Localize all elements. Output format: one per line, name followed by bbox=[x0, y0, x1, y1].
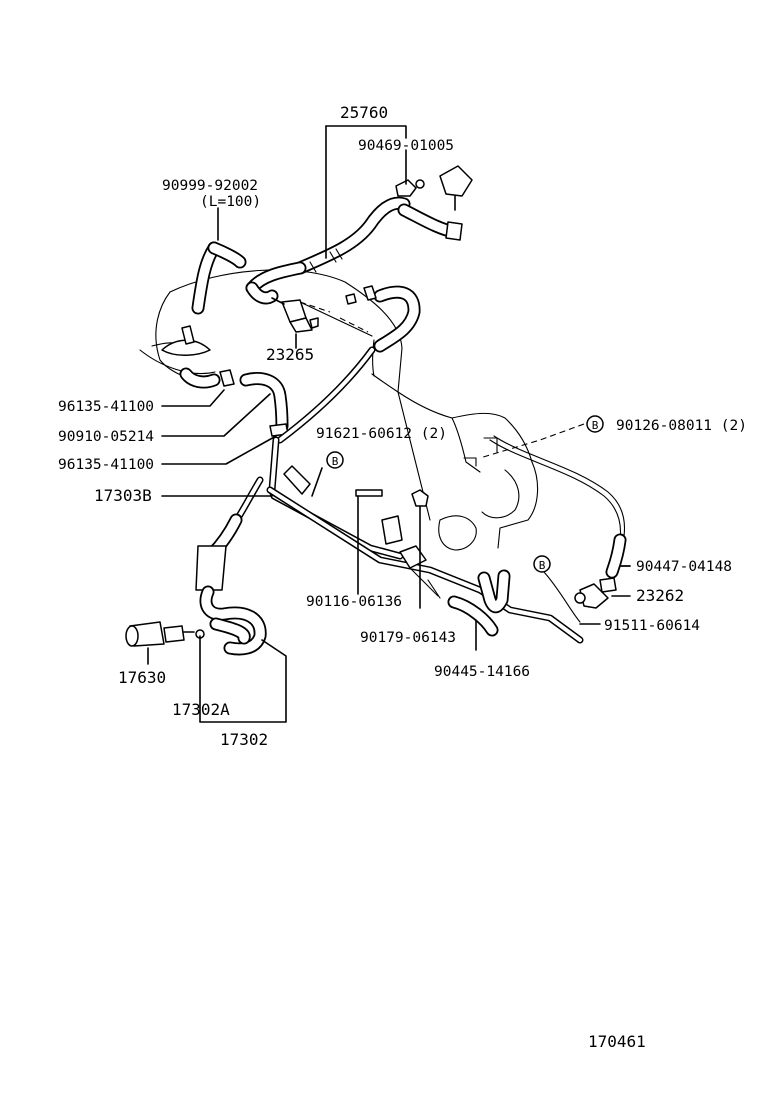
label-90126-08011: 90126-08011 (2) bbox=[616, 418, 747, 434]
label-96135-41100-b: 96135-41100 bbox=[58, 457, 154, 473]
label-90445-14166: 90445-14166 bbox=[434, 664, 530, 680]
label-17302A: 17302A bbox=[172, 700, 230, 719]
label-17630: 17630 bbox=[118, 668, 166, 687]
leader-lines bbox=[147, 125, 631, 723]
hose-90447-04148 bbox=[489, 435, 631, 579]
label-91621-60612: 91621-60612 (2) bbox=[316, 426, 447, 442]
hose-17302 bbox=[195, 513, 267, 656]
hose-upper-right bbox=[345, 285, 421, 353]
bolt-91511-60614 bbox=[543, 571, 581, 623]
label-25760: 25760 bbox=[340, 103, 388, 122]
svg-text:B: B bbox=[539, 559, 546, 572]
filter-17630 bbox=[125, 621, 205, 647]
label-90999-92002: 90999-92002 bbox=[162, 178, 258, 194]
label-96135-41100-a: 96135-41100 bbox=[58, 399, 154, 415]
clamp-90469-01005 bbox=[395, 165, 473, 211]
label-90910-05214: 90910-05214 bbox=[58, 429, 154, 445]
stud-90116-06136 bbox=[355, 489, 383, 595]
marker-b-3: B bbox=[586, 415, 604, 433]
hose-90999-92002 bbox=[161, 241, 247, 356]
drawing-number: 170461 bbox=[588, 1032, 646, 1051]
vsv-23265 bbox=[271, 297, 319, 333]
marker-b-1: B bbox=[326, 451, 344, 469]
label-17303B: 17303B bbox=[94, 486, 152, 505]
label-23262: 23262 bbox=[636, 586, 684, 605]
hose-25760 bbox=[245, 196, 463, 305]
label-90116-06136: 90116-06136 bbox=[306, 594, 402, 610]
svg-text:B: B bbox=[332, 455, 339, 468]
clamp-96135-41100-a bbox=[179, 367, 235, 389]
vsv-23262 bbox=[574, 577, 617, 609]
label-90999-note: (L=100) bbox=[200, 194, 261, 210]
label-91511-60614: 91511-60614 bbox=[604, 618, 700, 634]
marker-b-2: B bbox=[533, 555, 551, 573]
hose-90445-14166 bbox=[447, 569, 511, 651]
nut-90179-06143 bbox=[411, 489, 429, 609]
bolt-91621-60612 bbox=[283, 465, 323, 497]
label-17302: 17302 bbox=[220, 730, 268, 749]
part-labels: 25760 90469-01005 90999-92002 (L=100) 23… bbox=[58, 103, 747, 1051]
label-90179-06143: 90179-06143 bbox=[360, 630, 456, 646]
label-23265: 23265 bbox=[266, 345, 314, 364]
label-90469-01005: 90469-01005 bbox=[358, 138, 454, 154]
fuel-tank-outline bbox=[139, 269, 539, 551]
label-90447-04148: 90447-04148 bbox=[636, 559, 732, 575]
hose-90910-05214 bbox=[239, 372, 289, 433]
svg-text:B: B bbox=[592, 419, 599, 432]
